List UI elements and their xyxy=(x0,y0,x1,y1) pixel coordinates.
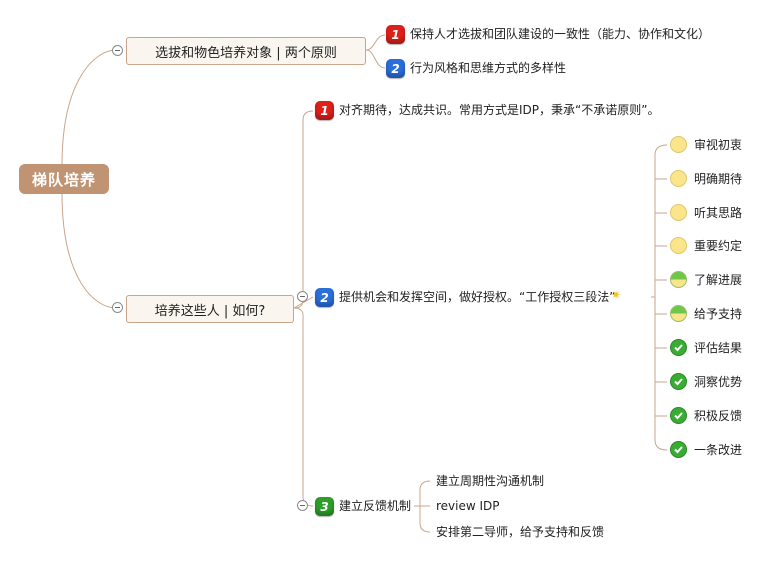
subtopic-selection-1[interactable]: 保持人才选拔和团队建设的一致性（能力、协作和文化） xyxy=(410,27,711,41)
feedback-item[interactable]: review IDP xyxy=(436,499,500,513)
step-item[interactable]: 洞察优势 xyxy=(694,375,743,389)
task-done-icon xyxy=(670,407,687,424)
sparkle-icon: ✷ xyxy=(611,288,622,302)
priority-2-icon: 2 xyxy=(315,288,334,307)
task-done-icon xyxy=(670,339,687,356)
subtopic-feedback[interactable]: 建立反馈机制 xyxy=(339,499,412,513)
step-item[interactable]: 听其思路 xyxy=(694,206,743,220)
collapse-icon[interactable] xyxy=(297,500,308,511)
step-item[interactable]: 明确期待 xyxy=(694,172,743,186)
task-done-icon xyxy=(670,373,687,390)
main-topic-selection[interactable]: 选拔和物色培养对象 | 两个原则 xyxy=(126,37,366,65)
step-item[interactable]: 一条改进 xyxy=(694,443,743,457)
subtopic-align-expectations[interactable]: 对齐期待，达成共识。常用方式是IDP，秉承“不承诺原则”。 xyxy=(339,103,660,117)
priority-1-icon: 1 xyxy=(315,101,334,120)
task-empty-icon xyxy=(670,204,687,221)
priority-1-icon: 1 xyxy=(386,25,405,44)
task-half-icon xyxy=(670,305,687,322)
collapse-icon[interactable] xyxy=(112,45,123,56)
root-label: 梯队培养 xyxy=(31,170,96,189)
subtopic-delegation[interactable]: 提供机会和发挥空间，做好授权。“工作授权三段法” xyxy=(339,290,616,304)
root-topic[interactable]: 梯队培养 xyxy=(19,164,109,194)
feedback-item[interactable]: 建立周期性沟通机制 xyxy=(436,474,545,488)
task-empty-icon xyxy=(670,170,687,187)
feedback-item[interactable]: 安排第二导师，给予支持和反馈 xyxy=(436,525,605,539)
main-topic-cultivation[interactable]: 培养这些人 | 如何? xyxy=(126,295,294,323)
main-topic-selection-label: 选拔和物色培养对象 | 两个原则 xyxy=(155,45,337,61)
step-item[interactable]: 积极反馈 xyxy=(694,409,743,423)
task-empty-icon xyxy=(670,237,687,254)
priority-2-icon: 2 xyxy=(386,59,405,78)
step-item[interactable]: 给予支持 xyxy=(694,307,743,321)
step-item[interactable]: 重要约定 xyxy=(694,239,743,253)
subtopic-selection-2[interactable]: 行为风格和思维方式的多样性 xyxy=(410,61,567,75)
step-item[interactable]: 评估结果 xyxy=(694,341,743,355)
priority-3-icon: 3 xyxy=(315,497,334,516)
collapse-icon[interactable] xyxy=(112,302,123,313)
collapse-icon[interactable] xyxy=(297,291,308,302)
task-done-icon xyxy=(670,441,687,458)
main-topic-cultivation-label: 培养这些人 | 如何? xyxy=(154,303,266,319)
task-empty-icon xyxy=(670,136,687,153)
step-item[interactable]: 审视初衷 xyxy=(694,138,743,152)
task-half-icon xyxy=(670,271,687,288)
step-item[interactable]: 了解进展 xyxy=(694,273,743,287)
